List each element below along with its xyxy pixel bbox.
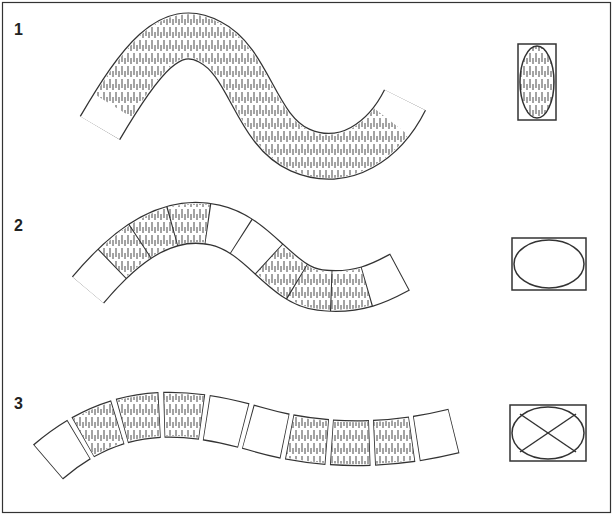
grain-icon	[512, 238, 586, 290]
row-number: 3	[14, 396, 23, 412]
frame	[3, 3, 611, 513]
grain-icon	[510, 405, 586, 461]
segmented-band	[88, 223, 400, 291]
grain-icon	[518, 44, 556, 120]
separate-blocks	[48, 415, 458, 462]
row-number: 1	[14, 22, 23, 38]
continuous-band	[100, 36, 405, 156]
row-number: 2	[14, 218, 23, 234]
